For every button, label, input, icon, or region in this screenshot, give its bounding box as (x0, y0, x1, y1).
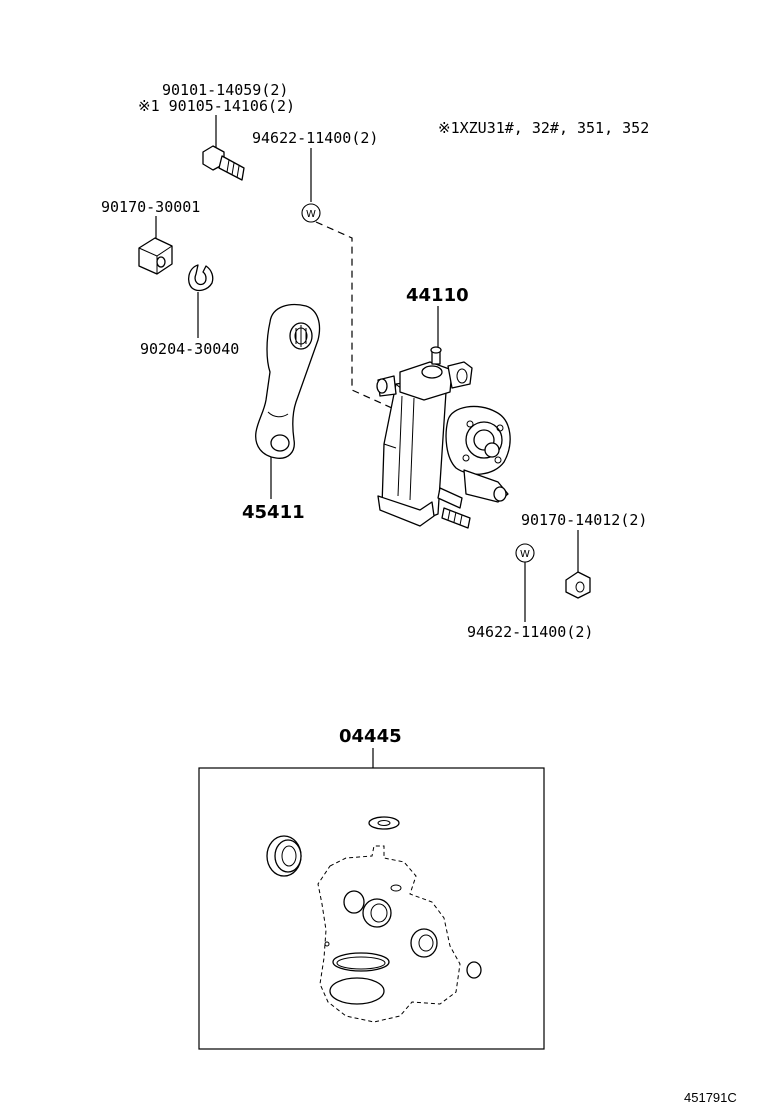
gasket-kit-box (198, 767, 545, 1050)
w-symbol-top: W (306, 209, 316, 220)
label-bolt-alt[interactable]: ※1 90105-14106(2) (138, 97, 295, 115)
gasket-kit-contents-icon[interactable] (266, 816, 482, 1023)
label-gear-assy[interactable]: 44110 (406, 285, 469, 306)
lock-washer-icon[interactable] (187, 264, 214, 292)
pitman-arm-icon[interactable] (255, 303, 321, 459)
label-washer[interactable]: 90204-30040 (140, 340, 239, 358)
grease-fitting-bottom-marker[interactable]: W (515, 543, 535, 563)
nut-top-icon[interactable] (138, 237, 173, 275)
w-symbol-bottom: W (520, 549, 530, 560)
label-gasket-kit[interactable]: 04445 (339, 726, 402, 747)
label-bolt-primary[interactable]: 90101-14059(2) (162, 81, 288, 99)
label-nut-top[interactable]: 90170-30001 (101, 198, 200, 216)
steering-gear-assembly-icon[interactable] (376, 346, 511, 529)
label-note: ※1XZU31#, 32#, 351, 352 (438, 119, 649, 137)
label-grease-bottom[interactable]: 94622-11400(2) (467, 623, 593, 641)
label-nut-bottom[interactable]: 90170-14012(2) (521, 511, 647, 529)
bolt-icon[interactable] (202, 145, 245, 181)
nut-bottom-icon[interactable] (565, 571, 591, 599)
grease-fitting-top-marker[interactable]: W (301, 203, 321, 223)
label-grease-top[interactable]: 94622-11400(2) (252, 129, 378, 147)
figure-id: 451791C (684, 1090, 737, 1105)
label-pitman-arm[interactable]: 45411 (242, 502, 305, 523)
